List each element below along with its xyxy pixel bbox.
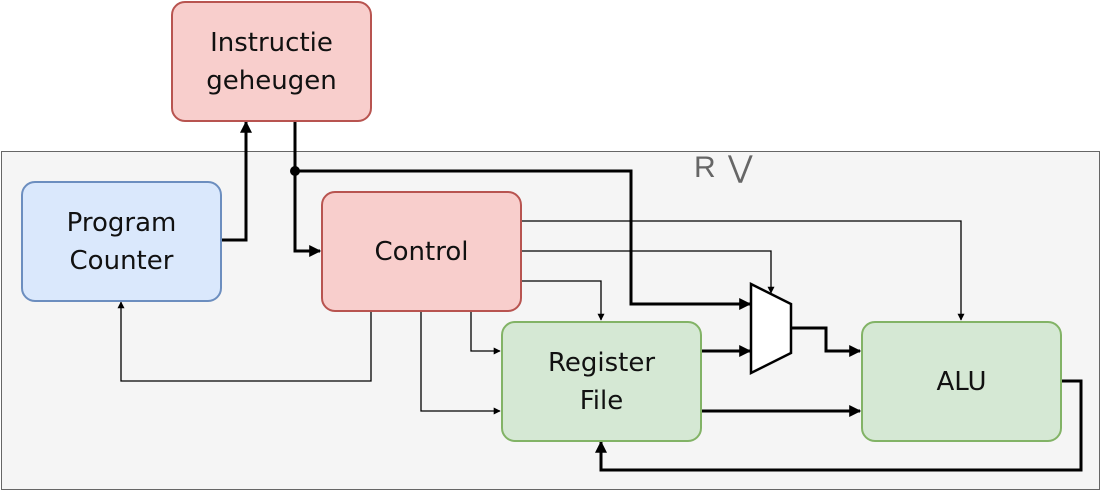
mux-shape — [749, 281, 793, 376]
wire-control-to-mux — [522, 250, 775, 294]
program-counter-block: Program Counter — [21, 181, 222, 302]
wire-imem-to-control — [293, 122, 322, 257]
wire-control-to-regfile-lower — [420, 312, 501, 415]
alu-block: ALU — [861, 321, 1062, 442]
wire-alu-to-regfile — [595, 379, 1083, 472]
wire-control-to-pc — [117, 301, 372, 382]
wire-control-to-regfile-top — [522, 280, 605, 321]
wire-control-to-regfile-upper — [470, 312, 501, 355]
register-file-block: Register File — [501, 321, 702, 442]
wire-control-to-alu — [522, 220, 965, 321]
control-block: Control — [321, 191, 522, 312]
wire-mux-to-alu — [791, 326, 862, 357]
instruction-memory-block: Instructie geheugen — [171, 1, 372, 122]
region-label: R ⋁ — [694, 151, 755, 184]
wire-imem-to-mux — [295, 169, 752, 310]
wire-pc-to-imem — [221, 120, 252, 242]
junction-dot — [290, 166, 300, 176]
